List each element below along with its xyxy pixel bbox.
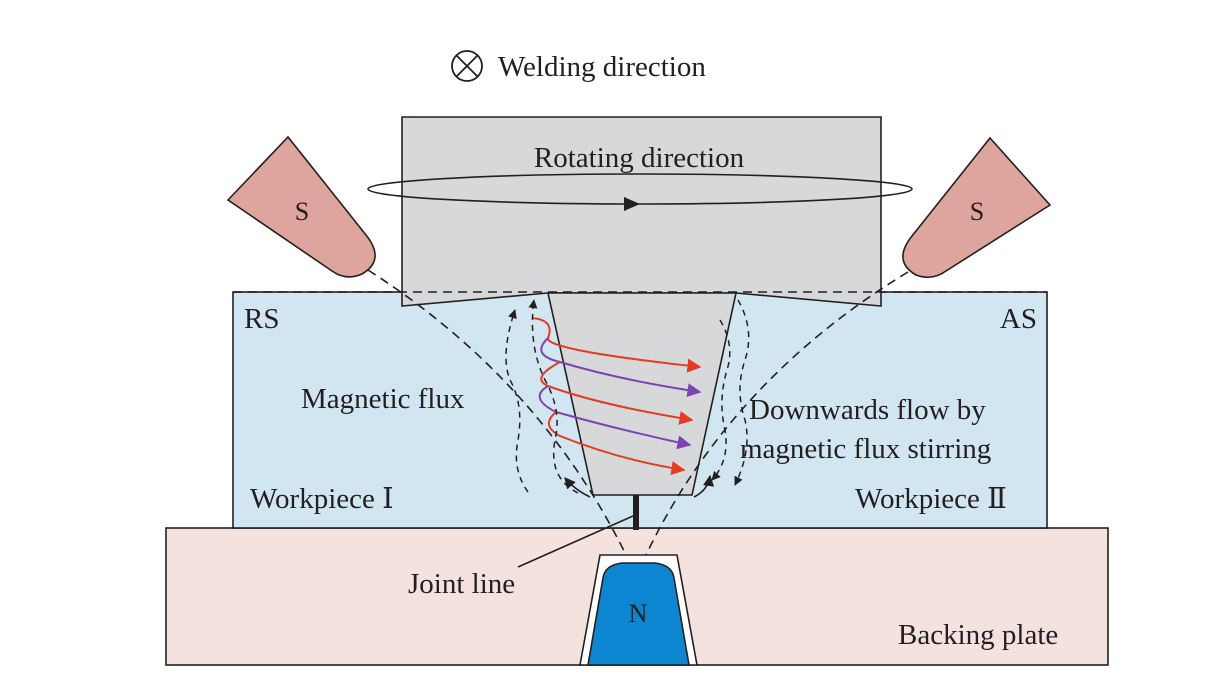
magnetic-flux-lines <box>233 269 1047 556</box>
rotating-direction-label: Rotating direction <box>534 142 745 174</box>
right-flow-arrows <box>711 299 750 486</box>
left-flow-arrows <box>505 299 579 494</box>
backing-plate-label: Backing plate <box>898 619 1058 651</box>
s-magnet-left <box>226 135 376 278</box>
joint-line-label: Joint line <box>408 568 515 600</box>
s-magnet-left-pole-label: S <box>295 197 309 226</box>
s-magnet-right-pole-label: S <box>970 197 984 226</box>
welding-direction-label: Welding direction <box>498 51 706 83</box>
joint-line-leader <box>517 515 634 568</box>
downwards-flow-label-line1: Downwards flow by <box>749 394 986 426</box>
rs-label: RS <box>244 303 279 335</box>
welding-direction-icon <box>451 50 483 82</box>
stirring-flow-arrows <box>531 317 702 475</box>
n-magnet-pole-label: N <box>629 599 648 628</box>
n-magnet <box>587 562 690 666</box>
workpiece-2-label: Workpiece Ⅱ <box>855 483 1007 515</box>
s-magnet-right <box>902 136 1052 279</box>
right-corner-curl <box>693 474 715 498</box>
workpiece-1-label: Workpiece Ⅰ <box>250 483 394 515</box>
rotation-arrow-icon <box>624 197 640 211</box>
as-label: AS <box>1000 303 1037 335</box>
left-corner-curl <box>564 477 591 498</box>
magnetic-flux-label: Magnetic flux <box>301 383 465 415</box>
downwards-flow-label-line2: magnetic flux stirring <box>740 433 991 465</box>
